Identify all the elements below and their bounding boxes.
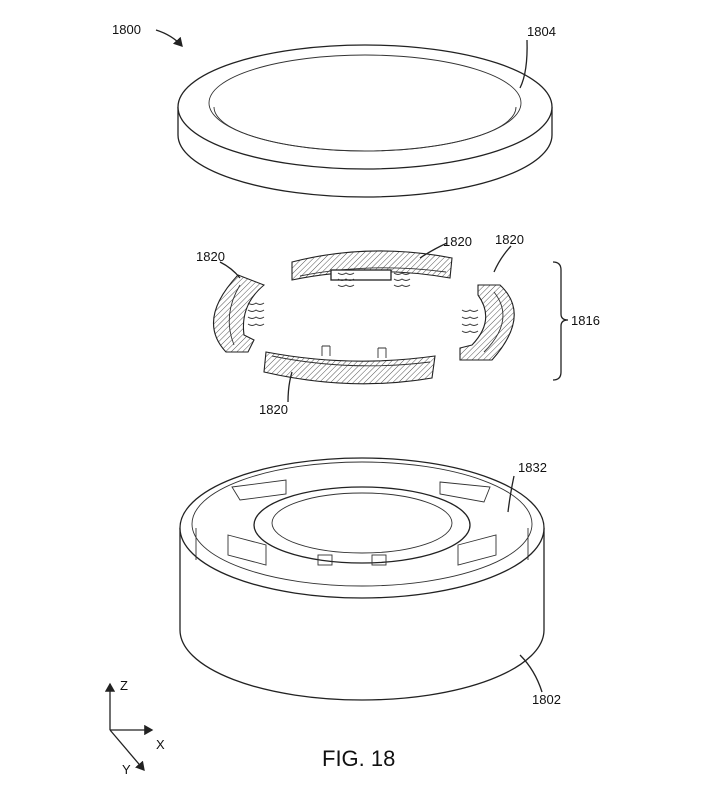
label-base: 1802 — [532, 692, 561, 707]
spring-icons-bottom — [321, 345, 387, 358]
segment-right — [459, 284, 515, 361]
figure-caption: FIG. 18 — [322, 746, 395, 771]
label-segment-bottom: 1820 — [259, 402, 288, 417]
segment-top — [291, 250, 453, 287]
label-assembly: 1800 — [112, 22, 141, 37]
leader-lines — [155, 29, 569, 693]
label-segment-group: 1816 — [571, 313, 600, 328]
segment-left — [212, 274, 266, 353]
label-segment-right: 1820 — [495, 232, 524, 247]
cap-part — [177, 44, 553, 198]
axis-label-y: Y — [122, 762, 131, 777]
label-cap: 1804 — [527, 24, 556, 39]
segment-bottom — [263, 345, 436, 385]
axes-icon — [104, 682, 154, 771]
axis-label-z: Z — [120, 678, 128, 693]
label-inner-wall: 1832 — [518, 460, 547, 475]
label-segment-left: 1820 — [196, 249, 225, 264]
axis-label-x: X — [156, 737, 165, 752]
base-part — [179, 457, 545, 701]
inner-pads — [227, 479, 497, 566]
spring-icons-top — [337, 272, 411, 287]
label-segment-top: 1820 — [443, 234, 472, 249]
